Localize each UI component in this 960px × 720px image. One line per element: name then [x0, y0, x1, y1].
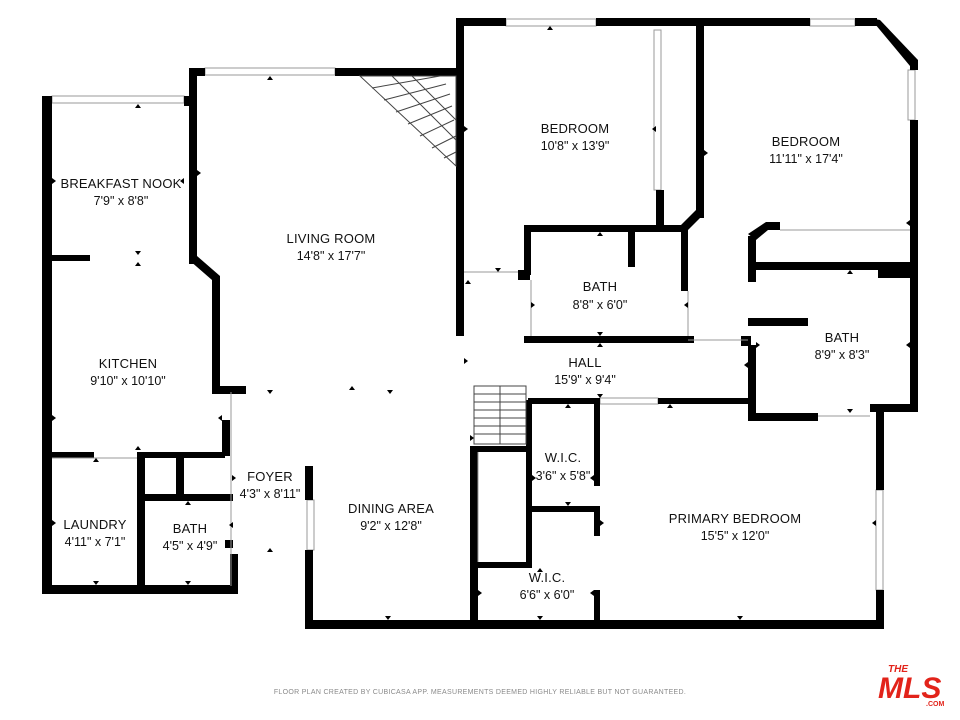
room-dims-wic-2: 6'6" x 6'0": [520, 588, 575, 602]
mls-logo-com: .COM: [926, 701, 944, 708]
room-label-primary-bedroom: PRIMARY BEDROOM: [669, 511, 802, 526]
stairs-upper: [358, 75, 457, 168]
room-label-bath-1: BATH: [583, 279, 618, 294]
room-label-foyer: FOYER: [247, 469, 293, 484]
room-dims-primary-bedroom: 15'5" x 12'0": [701, 529, 770, 543]
room-label-laundry: LAUNDRY: [63, 517, 126, 532]
room-dims-kitchen: 9'10" x 10'10": [90, 374, 166, 388]
room-dims-bedroom-1: 10'8" x 13'9": [541, 139, 610, 153]
room-dims-living-room: 14'8" x 17'7": [297, 249, 366, 263]
room-dims-foyer: 4'3" x 8'11": [240, 487, 301, 501]
mls-logo-main: MLS: [878, 672, 941, 705]
room-dims-hall: 15'9" x 9'4": [554, 373, 616, 387]
mls-logo-the: THE: [888, 664, 908, 675]
interior-lines: [52, 229, 910, 586]
room-dims-bath-2: 8'9" x 8'3": [815, 348, 870, 362]
windows: [51, 18, 916, 591]
room-dims-laundry: 4'11" x 7'1": [65, 535, 126, 549]
room-label-kitchen: KITCHEN: [99, 356, 157, 371]
room-label-hall: HALL: [568, 355, 601, 370]
room-label-living-room: LIVING ROOM: [287, 231, 376, 246]
room-label-breakfast-nook: BREAKFAST NOOK: [60, 176, 181, 191]
room-labels: BREAKFAST NOOK 7'9" x 8'8" LIVING ROOM 1…: [60, 121, 869, 602]
room-label-wic-2: W.I.C.: [529, 570, 566, 585]
stairs-lower: [473, 385, 527, 445]
room-label-bedroom-2: BEDROOM: [772, 134, 841, 149]
room-dims-bedroom-2: 11'11" x 17'4": [769, 152, 843, 166]
room-dims-breakfast-nook: 7'9" x 8'8": [94, 194, 149, 208]
room-dims-bath-1: 8'8" x 6'0": [573, 298, 628, 312]
room-label-bedroom-1: BEDROOM: [541, 121, 610, 136]
room-label-wic-1: W.I.C.: [545, 450, 582, 465]
room-dims-dining-area: 9'2" x 12'8": [360, 519, 422, 533]
room-label-dining-area: DINING AREA: [348, 501, 434, 516]
room-dims-wic-1: 3'6" x 5'8": [536, 469, 591, 483]
room-label-bath-3: BATH: [173, 521, 208, 536]
room-dims-bath-3: 4'5" x 4'9": [163, 539, 218, 553]
dimension-ticks: [52, 26, 910, 620]
room-label-bath-2: BATH: [825, 330, 860, 345]
mls-logo[interactable]: THE MLS .COM: [876, 662, 948, 708]
walls: [42, 18, 918, 629]
disclaimer-footer: FLOOR PLAN CREATED BY CUBICASA APP. MEAS…: [273, 689, 687, 696]
